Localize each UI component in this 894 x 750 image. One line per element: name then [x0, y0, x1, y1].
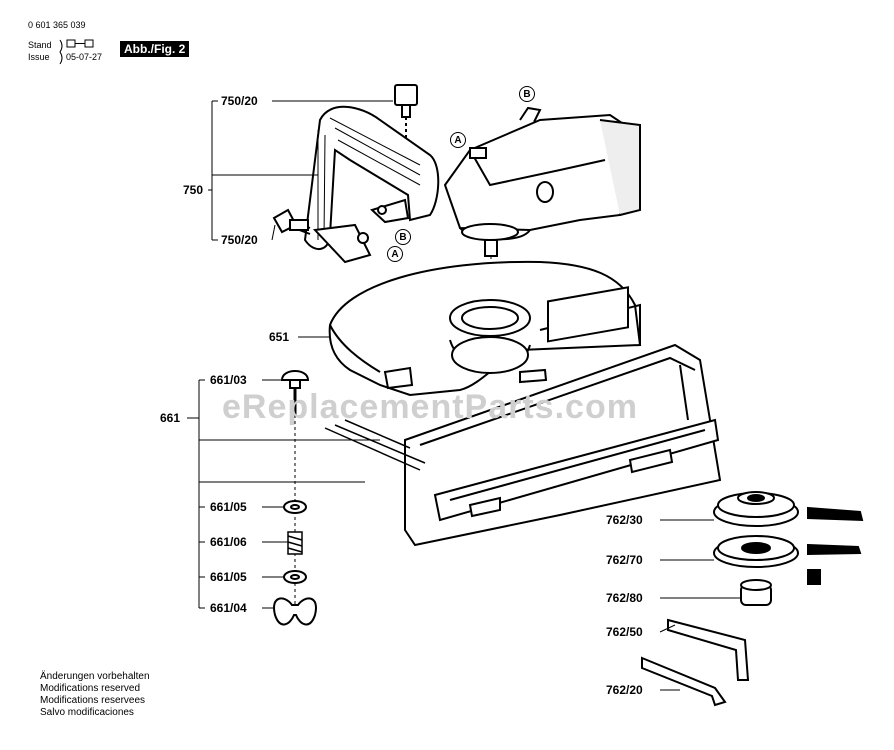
- part-label-750-20-top: 750/20: [221, 94, 258, 108]
- issue-date: 05-07-27: [66, 52, 103, 62]
- part-label-750: 750: [183, 183, 204, 197]
- wrench-762-50: [667, 618, 750, 681]
- callout-a-grinder: A: [450, 132, 466, 148]
- part-label-661-06: 661/06: [210, 535, 247, 549]
- angle-grinder: [443, 106, 642, 330]
- footer-line-en: Modifications reserved: [40, 683, 141, 694]
- footer-line-fr: Modifications reservees: [40, 695, 146, 706]
- part-label-762-20: 762/20: [606, 683, 643, 697]
- footer-line-es: Salvo modificaciones: [40, 707, 134, 718]
- part-label-651: 651: [269, 330, 290, 344]
- flange-762-70: [713, 535, 799, 568]
- part-label-661-05-b: 661/05: [210, 570, 247, 584]
- figure-label: Abb./Fig. 2: [120, 41, 190, 57]
- part-label-762-50: 762/50: [606, 625, 643, 639]
- part-label-661-03: 661/03: [210, 373, 247, 387]
- part-label-762-70: 762/70: [606, 553, 643, 567]
- brace-icon: [59, 39, 63, 65]
- wing-nut-661-04: [273, 597, 317, 626]
- callout-b-grinder: B: [519, 86, 535, 102]
- part-label-661-05-a: 661/05: [210, 500, 247, 514]
- wrench-762-20: [641, 656, 727, 707]
- side-profile-icons: [807, 506, 864, 585]
- doc-number: 0 601 365 039: [28, 20, 86, 30]
- footer-line-de: Änderungen vorbehalten: [40, 671, 150, 682]
- stand-label: Stand: [28, 40, 52, 50]
- screw-750-20-top: [394, 84, 418, 140]
- callout-a-handle: A: [387, 246, 403, 262]
- carriage-bolt-661-03: [280, 370, 310, 415]
- date-symbol-icon: [66, 39, 94, 48]
- part-label-762-80: 762/80: [606, 591, 643, 605]
- washer-661-05-b: [283, 570, 307, 584]
- part-label-762-30: 762/30: [606, 513, 643, 527]
- part-label-661-04: 661/04: [210, 601, 247, 615]
- handle-750: [303, 105, 440, 264]
- part-label-661: 661: [160, 411, 181, 425]
- watermark: eReplacementParts.com: [222, 388, 638, 426]
- issue-label: Issue: [28, 52, 50, 62]
- callout-b-handle: B: [395, 229, 411, 245]
- part-label-750-20-bottom: 750/20: [221, 233, 258, 247]
- screw-750-20-bottom: [272, 208, 311, 235]
- spring-661-06: [287, 531, 303, 555]
- washer-661-05-a: [283, 500, 307, 514]
- nut-762-80: [740, 579, 772, 606]
- guide-rails: [324, 419, 426, 471]
- flange-762-30: [713, 491, 799, 527]
- leader-lines: [187, 100, 740, 691]
- cutting-guide-base-661: [404, 286, 722, 547]
